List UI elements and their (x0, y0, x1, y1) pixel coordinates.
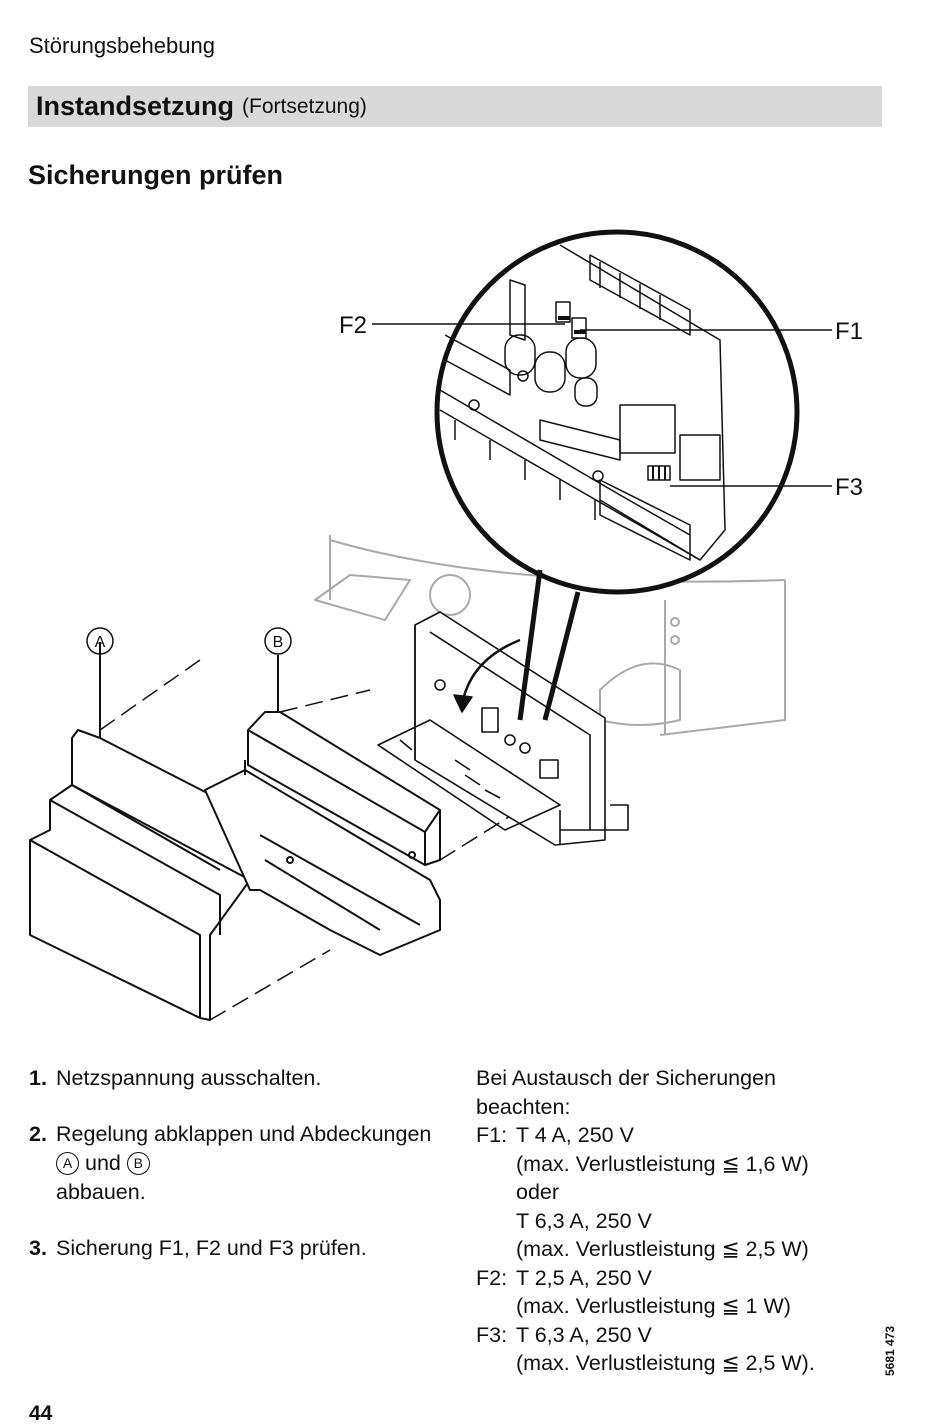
fuse-f1: F1: T 4 A, 250 V (476, 1121, 886, 1150)
page-number: 44 (29, 1402, 53, 1425)
step-number: 2. (29, 1122, 47, 1146)
instruction-steps: 1. Netzspannung ausschalten. 2. Regelung… (29, 1064, 449, 1290)
title-bar: Instandsetzung (Fortsetzung) (28, 86, 882, 127)
cover-b (247, 655, 441, 866)
step-text: Sicherung F1, F2 und F3 prüfen. (56, 1236, 367, 1260)
marker-a-ref: A (56, 1152, 79, 1175)
fuse-loss: (max. Verlustleistung ≦ 1 W) (516, 1294, 791, 1318)
section-label: Störungsbehebung (29, 33, 215, 58)
fuse-rating: T 6,3 A, 250 V (516, 1322, 652, 1347)
label-b: B (273, 634, 284, 651)
label-f3: F3 (835, 474, 863, 501)
step-number: 3. (29, 1236, 47, 1260)
step-text: Regelung abklappen und Abdeckungen A und… (56, 1120, 449, 1207)
marker-b-ref: B (126, 1152, 150, 1175)
marker-a-circle (86, 627, 114, 655)
fuse-f3: F3: T 6,3 A, 250 V (476, 1321, 886, 1350)
fuse-id: F2: (476, 1265, 508, 1290)
document-number: 5681 473 (883, 1325, 897, 1376)
fuse-id: F1: (476, 1123, 508, 1147)
boiler-housing-outline (314, 535, 786, 736)
step-text-part: abbauen. (56, 1180, 146, 1204)
page-title-suffix: (Fortsetzung) (242, 94, 367, 118)
notes-intro: Bei Austausch der Sicherungen beachten: (476, 1066, 777, 1119)
fuse-loss: (max. Verlustleistung ≦ 2,5 W). (516, 1351, 815, 1375)
fuse-notes: Bei Austausch der Sicherungen beachten: … (476, 1064, 886, 1378)
marker-b-circle (264, 627, 292, 655)
electronics-panel (377, 611, 629, 846)
step-item: 1. Netzspannung ausschalten. (29, 1064, 449, 1093)
step-text: Netzspannung ausschalten. (56, 1066, 322, 1090)
fuse-f2: F2: T 2,5 A, 250 V (476, 1264, 886, 1293)
subheading: Sicherungen prüfen (28, 160, 284, 190)
fuse-or: oder (516, 1180, 560, 1204)
magnifier-detail (434, 229, 800, 721)
step-text-part: Regelung abklappen und Abdeckungen (56, 1122, 432, 1146)
step-item: 3. Sicherung F1, F2 und F3 prüfen. (29, 1234, 449, 1263)
fuse-loss-alt: (max. Verlustleistung ≦ 2,5 W) (516, 1237, 809, 1261)
label-f2: F2 (339, 312, 367, 339)
controller-base (204, 760, 441, 956)
cover-a (29, 642, 251, 1021)
label-a: A (95, 634, 106, 651)
fuse-location-illustration: F2 F1 F3 A B (29, 229, 863, 1021)
fuse-rating: T 4 A, 250 V (516, 1123, 634, 1147)
leader-lines (372, 323, 832, 487)
label-f1: F1 (835, 318, 863, 345)
page-title: Instandsetzung (36, 91, 235, 121)
fuse-loss: (max. Verlustleistung ≦ 1,6 W) (516, 1151, 809, 1176)
step-item: 2. Regelung abklappen und Abdeckungen A … (29, 1120, 449, 1207)
fuse-rating-alt: T 6,3 A, 250 V (516, 1208, 652, 1233)
step-number: 1. (29, 1066, 47, 1090)
fuse-id: F3: (476, 1322, 508, 1347)
fuse-rating: T 2,5 A, 250 V (516, 1265, 652, 1290)
step-text-part: und (84, 1151, 121, 1175)
